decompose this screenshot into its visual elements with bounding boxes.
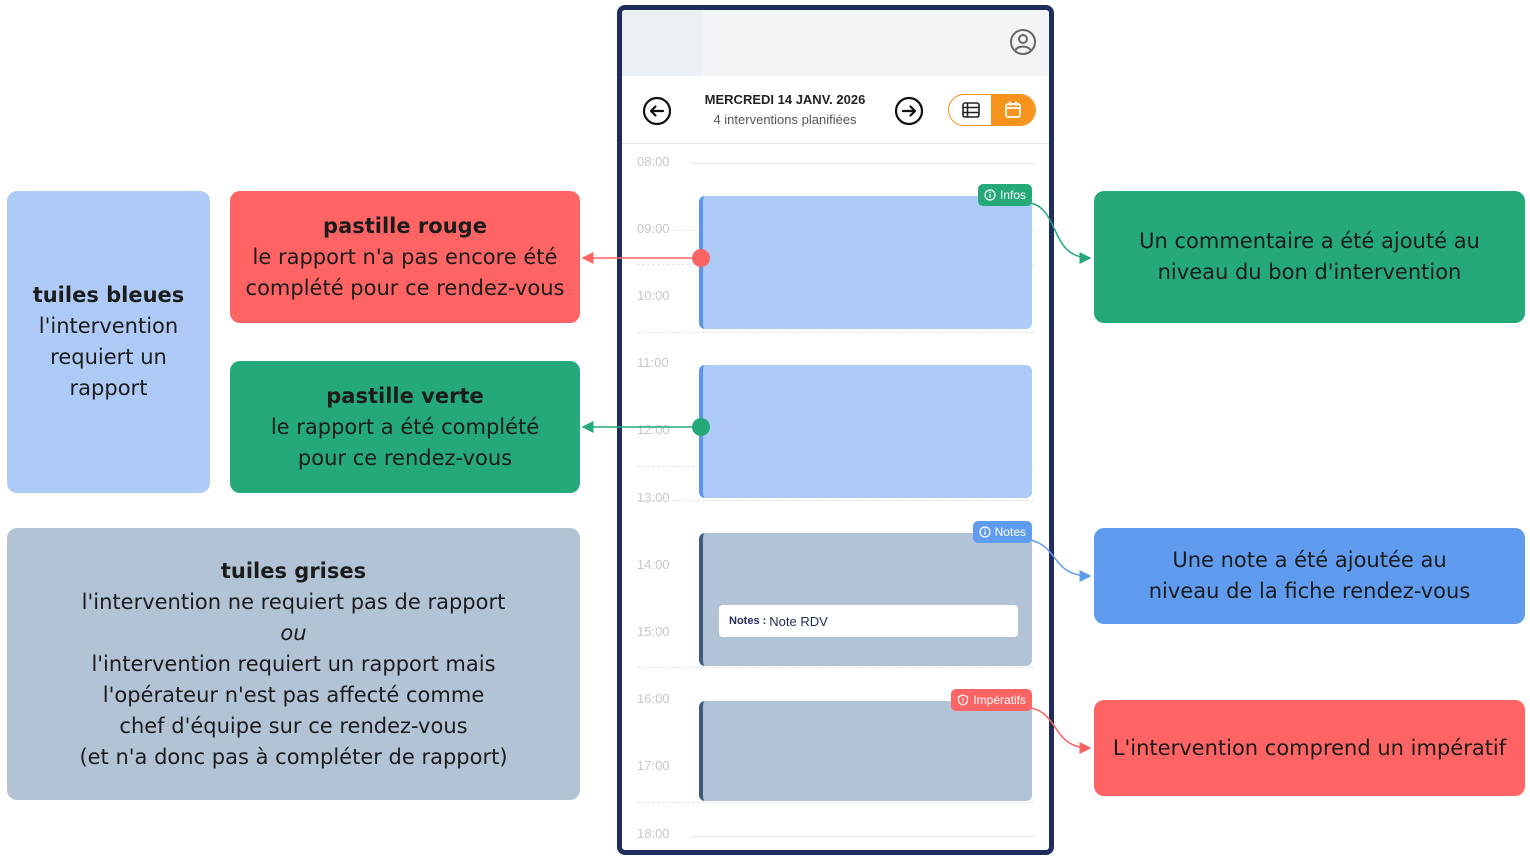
- note-card: Notes : Note RDV: [719, 605, 1018, 637]
- view-toggle: [948, 94, 1036, 126]
- legend-grey-line: l'intervention ne requiert pas de rappor…: [81, 589, 506, 614]
- hour-label: 14:00: [637, 557, 670, 572]
- date-navigation-bar: MERCREDI 14 JANV. 2026 4 interventions p…: [622, 76, 1049, 144]
- imperatifs-badge-label: Impératifs: [973, 693, 1026, 707]
- legend-red-dot: pastille rouge le rapport n'a pas encore…: [230, 191, 580, 323]
- infos-badge-label: Infos: [999, 188, 1026, 202]
- legend-grey-line: chef d'équipe sur ce rendez-vous: [119, 713, 468, 738]
- hour-label: 09:00: [637, 221, 670, 236]
- note-card-label: Notes :: [729, 615, 767, 627]
- legend-blue-title: tuiles bleues: [32, 283, 185, 307]
- legend-imperatif: L'intervention comprend un impératif: [1094, 700, 1525, 796]
- info-icon: [984, 189, 996, 201]
- calendar-icon: [1005, 101, 1021, 118]
- list-icon: [961, 102, 980, 118]
- hour-line: [692, 836, 1034, 837]
- app-topbar: [622, 10, 1049, 76]
- legend-blue-line: l'intervention: [38, 314, 179, 338]
- topbar-logo-area: [622, 10, 702, 76]
- notes-badge-label: Notes: [994, 525, 1026, 539]
- hour-label: 12:00: [637, 422, 670, 437]
- shield-icon: [958, 694, 969, 706]
- legend-grey-line: (et n'a donc pas à compléter de rapport): [79, 744, 508, 769]
- hour-line: [637, 332, 1034, 333]
- intervention-tile-blue[interactable]: Infos: [699, 184, 1032, 329]
- hour-label: 17:00: [637, 758, 670, 773]
- intervention-tile-grey[interactable]: Impératifs: [699, 689, 1032, 801]
- hour-label: 08:00: [637, 154, 670, 169]
- note-card-value: Note RDV: [769, 613, 828, 629]
- hour-line: [637, 500, 1034, 501]
- interventions-count: 4 interventions planifiées: [713, 112, 857, 127]
- legend-grey-title: tuiles grises: [220, 558, 367, 583]
- legend-grey-tiles: tuiles grises l'intervention ne requiert…: [7, 528, 580, 800]
- hour-label: 16:00: [637, 691, 670, 706]
- legend-green-line: le rapport a été complété: [270, 414, 540, 439]
- calendar-view-button[interactable]: [991, 95, 1035, 125]
- hour-line: [637, 802, 1034, 803]
- intervention-tile-grey[interactable]: Notes Notes : Note RDV: [699, 521, 1032, 666]
- hour-line: [692, 163, 1034, 164]
- legend-notes-line: niveau de la fiche rendez-vous: [1148, 579, 1471, 603]
- hour-label: 11:00: [637, 355, 669, 370]
- info-icon: [979, 526, 991, 538]
- legend-blue-line: requiert un: [50, 345, 167, 369]
- legend-grey-line: l'opérateur n'est pas affecté comme: [102, 682, 485, 707]
- legend-imperatif-line: L'intervention comprend un impératif: [1112, 735, 1507, 760]
- legend-infos-line: Un commentaire a été ajouté au: [1139, 229, 1480, 253]
- imperatifs-badge[interactable]: Impératifs: [951, 689, 1032, 711]
- legend-blue-line: rapport: [69, 376, 148, 400]
- hour-label: 13:00: [637, 490, 670, 505]
- user-circle-icon[interactable]: [1009, 28, 1037, 56]
- legend-notes: Une note a été ajoutée au niveau de la f…: [1094, 528, 1525, 624]
- legend-red-title: pastille rouge: [323, 213, 487, 238]
- legend-green-title: pastille verte: [326, 383, 484, 408]
- arrow-left-circle-icon[interactable]: [642, 96, 672, 126]
- hour-label: 10:00: [637, 288, 670, 303]
- date-title: MERCREDI 14 JANV. 2026: [704, 92, 866, 107]
- arrow-right-circle-icon[interactable]: [894, 96, 924, 126]
- legend-red-line: le rapport n'a pas encore été: [252, 244, 558, 269]
- phone-frame: MERCREDI 14 JANV. 2026 4 interventions p…: [617, 5, 1054, 855]
- hour-label: 18:00: [637, 826, 670, 841]
- legend-green-dot: pastille verte le rapport a été complété…: [230, 361, 580, 493]
- infos-badge[interactable]: Infos: [977, 184, 1032, 206]
- legend-blue-tiles: tuiles bleues l'intervention requiert un…: [7, 191, 210, 493]
- hour-line: [637, 667, 1034, 668]
- legend-infos-line: niveau du bon d'intervention: [1157, 260, 1462, 284]
- notes-badge[interactable]: Notes: [972, 521, 1032, 543]
- legend-grey-line: l'intervention requiert un rapport mais: [91, 651, 496, 676]
- hour-label: 15:00: [637, 624, 670, 639]
- intervention-tile-blue[interactable]: [699, 365, 1032, 498]
- legend-infos: Un commentaire a été ajouté au niveau du…: [1094, 191, 1525, 323]
- legend-red-line: complété pour ce rendez-vous: [245, 275, 565, 300]
- list-view-button[interactable]: [949, 95, 992, 125]
- legend-notes-line: Une note a été ajoutée au: [1172, 548, 1447, 572]
- legend-green-line: pour ce rendez-vous: [297, 445, 513, 470]
- legend-grey-or: ou: [280, 620, 307, 645]
